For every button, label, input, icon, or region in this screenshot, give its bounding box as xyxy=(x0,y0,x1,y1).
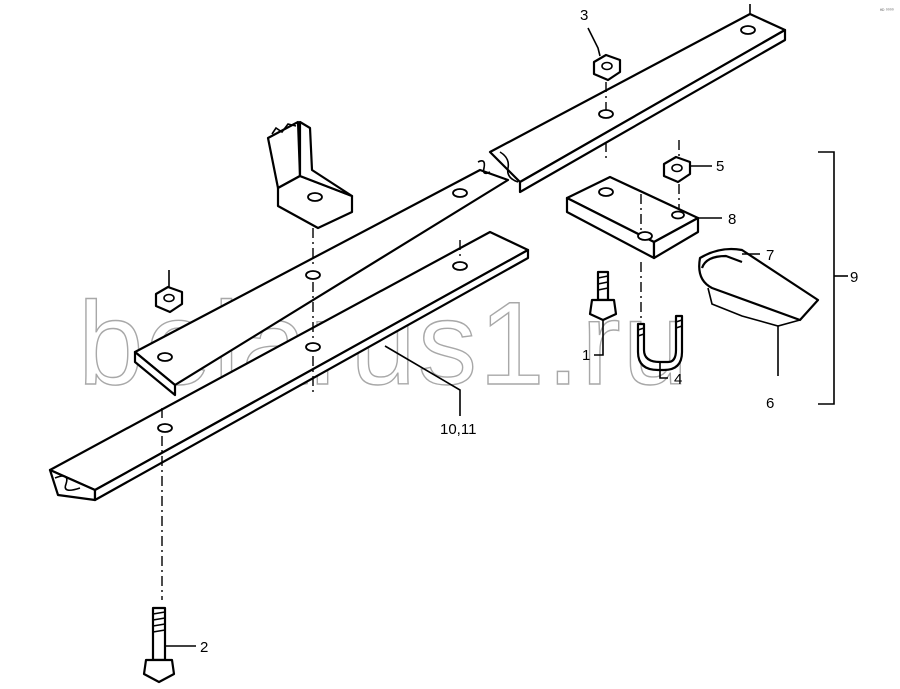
u-bolt-4 xyxy=(636,314,684,372)
callout-2: 2 xyxy=(200,639,208,656)
nut-left xyxy=(154,270,184,314)
nut-5 xyxy=(662,155,692,184)
callout-3: 3 xyxy=(580,7,588,24)
bolt-1 xyxy=(588,270,618,322)
callout-7: 7 xyxy=(766,247,774,264)
callout-1: 1 xyxy=(582,347,590,364)
callout-10-11: 10,11 xyxy=(440,421,476,438)
strap-buckle xyxy=(698,247,820,376)
callout-labels: 1 2 3 4 5 6 7 8 9 10,11 xyxy=(200,7,858,656)
lower-bar xyxy=(48,230,530,502)
nut-3 xyxy=(592,53,622,82)
centre-lines xyxy=(161,82,680,600)
angle-bracket xyxy=(266,120,354,230)
bolt-2 xyxy=(142,606,176,684)
corner-code: ᴴᴰ ⁰⁰⁰⁰ xyxy=(880,8,894,14)
callout-8: 8 xyxy=(728,211,736,228)
callout-5: 5 xyxy=(716,158,724,175)
callout-6: 6 xyxy=(766,395,774,412)
callout-4: 4 xyxy=(674,371,682,388)
leader-lines xyxy=(165,27,848,647)
upper-bar xyxy=(133,4,787,397)
callout-9: 9 xyxy=(850,269,858,286)
